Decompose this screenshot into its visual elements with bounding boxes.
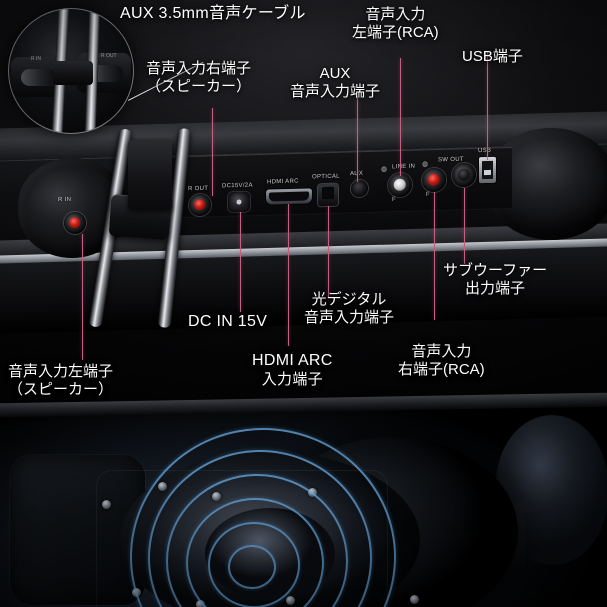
callout-audio-in-left-rca-line1: 音声入力 xyxy=(365,6,426,23)
callout-subwoofer-out-line1: サブウーファー xyxy=(443,262,548,279)
callout-audio-in-right-speaker-line2: （スピーカー） xyxy=(146,77,252,95)
callout-audio-in-left-rca: 音声入力 左端子(RCA) xyxy=(352,6,439,41)
callout-audio-in-left-rca-line2: 左端子(RCA) xyxy=(352,23,439,41)
leader-line-audio-in-left-speaker xyxy=(82,234,84,360)
leader-line-audio-in-left-rca xyxy=(400,58,402,176)
callout-audio-in-left-speaker-line1: 音声入力左端子 xyxy=(8,363,114,380)
callout-aux-cable: AUX 3.5mm音声ケーブル xyxy=(120,5,306,24)
inset-cable-bridge xyxy=(53,61,93,85)
callout-optical-digital-in-line1: 光デジタル xyxy=(311,291,387,308)
leader-line-optical xyxy=(328,206,330,298)
leader-line-audio-in-right-speaker xyxy=(212,108,214,196)
usb-port xyxy=(479,156,496,184)
callout-dc-in: DC IN 15V xyxy=(188,313,267,332)
right-channel-symbol-icon: ◍ xyxy=(422,160,429,169)
callout-optical-digital-in: 光デジタル 音声入力端子 xyxy=(304,291,394,326)
inset-silkscreen-right: R OUT xyxy=(101,53,117,59)
callout-aux-cable-line1: AUX 3.5mm音声ケーブル xyxy=(120,5,306,22)
callout-hdmi-arc-line1: HDMI ARC xyxy=(252,352,333,369)
silkscreen-line-in: LINE IN xyxy=(392,163,416,171)
driver-screw xyxy=(410,595,419,604)
callout-hdmi-arc: HDMI ARC 入力端子 xyxy=(252,352,333,389)
callout-dc-in-line1: DC IN 15V xyxy=(188,313,268,330)
leader-line-audio-in-right-rca xyxy=(434,192,436,320)
inset-jack-left xyxy=(21,69,57,86)
leader-line-subwoofer-out xyxy=(464,188,466,264)
left-channel-mark-icon: F xyxy=(392,196,396,204)
callout-audio-in-right-rca-line1: 音声入力 xyxy=(411,343,472,360)
silkscreen-dc: DC15V/2A xyxy=(222,182,253,190)
callout-audio-in-right-speaker-line1: 音声入力右端子 xyxy=(146,60,252,77)
optical-port xyxy=(318,183,338,207)
silkscreen-usb: USB xyxy=(478,147,492,155)
rca-core xyxy=(194,199,206,211)
leader-line-aux-audio-in xyxy=(357,96,359,182)
driver-screw xyxy=(102,500,111,509)
inset-silkscreen-left: R IN xyxy=(31,56,41,62)
leader-line-dc-in xyxy=(240,212,242,312)
hdmi-port xyxy=(266,188,312,205)
rca-core xyxy=(393,178,407,192)
silkscreen-r-out: R OUT xyxy=(188,185,209,193)
rca-core xyxy=(427,173,441,187)
leader-line-usb xyxy=(487,52,489,160)
silkscreen-optical: OPTICAL xyxy=(312,173,340,181)
rca-core xyxy=(69,217,81,229)
callout-audio-in-left-speaker-line2: （スピーカー） xyxy=(8,380,114,398)
callout-audio-in-right-rca: 音声入力 右端子(RCA) xyxy=(398,343,485,378)
callout-subwoofer-out-line2: 出力端子 xyxy=(465,279,526,297)
line-in-symbol-icon: ◍ xyxy=(381,165,388,174)
rca-core xyxy=(457,168,471,182)
right-channel-mark-icon: F xyxy=(426,191,430,199)
silkscreen-sw-out: SW OUT xyxy=(438,156,464,164)
callout-audio-in-left-speaker: 音声入力左端子 （スピーカー） xyxy=(8,363,113,398)
dc-jack xyxy=(228,191,250,213)
callout-usb: USB端子 xyxy=(462,48,523,66)
callout-aux-audio-in: AUX 音声入力端子 xyxy=(290,65,380,100)
r-in-rca-left-endcap xyxy=(64,212,86,234)
callout-aux-audio-in-line1: AUX xyxy=(319,65,351,82)
leader-line-hdmi-arc xyxy=(288,204,290,346)
callout-aux-audio-in-line2: 音声入力端子 xyxy=(290,82,381,100)
callout-audio-in-right-speaker: 音声入力右端子 （スピーカー） xyxy=(146,60,251,95)
aux-cable-strand-mid xyxy=(128,140,172,210)
magnifier-inset: R IN R OUT xyxy=(8,8,134,134)
callout-subwoofer-out: サブウーファー 出力端子 xyxy=(443,262,547,297)
silkscreen-r-in: R IN xyxy=(58,196,72,204)
callout-audio-in-right-rca-line2: 右端子(RCA) xyxy=(398,360,485,378)
callout-hdmi-arc-line2: 入力端子 xyxy=(261,370,323,388)
callout-usb-line1: USB端子 xyxy=(462,48,523,65)
callout-optical-digital-in-line2: 音声入力端子 xyxy=(304,308,395,326)
silkscreen-hdmi: HDMI ARC xyxy=(267,178,299,186)
